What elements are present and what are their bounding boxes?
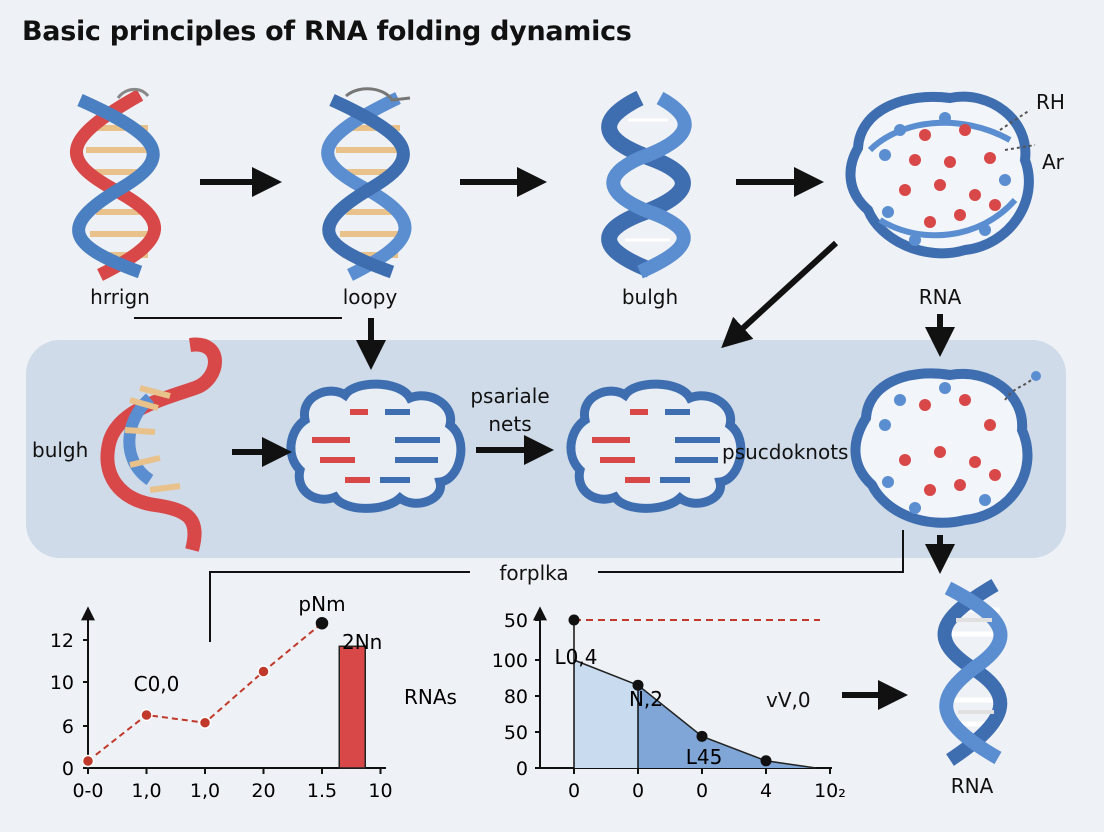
chart1-x-tick: 1,0 <box>131 780 161 802</box>
chart2-point <box>696 730 708 742</box>
label-pseudoknots: psucdoknots <box>722 440 849 464</box>
chart1-annotation-2nn: 2Nn <box>342 630 382 654</box>
pseudoknot-globule-icon <box>850 368 1041 528</box>
chart2-y-tick: 100 <box>492 650 528 672</box>
chart1-point <box>257 665 270 678</box>
arrow-diagonal <box>721 240 839 349</box>
hairpin-helix-icon <box>70 88 161 281</box>
bulge-ribbon-icon <box>100 337 222 552</box>
chart2-y-tick: 50 <box>504 610 528 632</box>
final-helix-icon <box>937 578 1008 766</box>
chart2-area-dark <box>638 685 816 768</box>
chart2-x-tick: 4 <box>760 780 772 802</box>
chart1-y-tick: 0 <box>62 758 74 780</box>
chart1-x-tick: 1.5 <box>307 780 337 802</box>
chart2-y-tick: 50 <box>504 722 528 744</box>
chart2-x-tick: 0 <box>696 780 708 802</box>
chart1-y-tick: 10 <box>50 672 74 694</box>
chart1-x-tick: 0-0 <box>72 780 103 802</box>
chart2-reference-point <box>568 614 580 626</box>
chart2-annotation-n2: N,2 <box>629 687 663 711</box>
connector-bracket <box>209 530 904 642</box>
label-arrow-line2: nets <box>488 412 532 436</box>
chart1-point <box>81 754 95 768</box>
label-rna-final: RNA <box>950 774 994 798</box>
chart1-y-tick: 6 <box>62 716 74 738</box>
chart2-annotation-l45: L45 <box>686 745 723 769</box>
chart1-point <box>140 708 153 722</box>
chart2-point <box>760 755 772 767</box>
chart1-annotation-c00: C0,0 <box>134 672 180 696</box>
chart2-x-tick: 10₂ <box>814 780 846 802</box>
chart2-x-tick: 0 <box>632 780 644 802</box>
chart2-x-tick: 0 <box>568 780 580 802</box>
chart1-point <box>315 616 329 630</box>
chart2-point <box>632 679 644 691</box>
chart1-point <box>198 716 212 729</box>
label-bulge-middle: bulgh <box>32 438 89 462</box>
annotation-ar: Ar <box>1042 150 1064 174</box>
paired-loop-icon-2 <box>566 379 746 513</box>
label-connector: forplka <box>499 561 569 585</box>
chart1-x-tick: 10 <box>368 780 392 802</box>
chart1-side-label: RNAs <box>404 685 457 709</box>
chart2-annotation-l04: L0,4 <box>555 645 598 669</box>
chart1-annotation-pnm: pNm <box>298 592 345 616</box>
paired-loop-icon-1 <box>286 379 466 513</box>
annotation-rh: RH <box>1036 90 1065 114</box>
bulge-helix-icon <box>601 90 692 279</box>
label-arrow-line1: psariale <box>470 384 550 408</box>
loop-helix-icon <box>321 87 412 281</box>
chart2-y-tick: 0 <box>516 758 528 780</box>
page-title: Basic principles of RNA folding dynamics <box>22 16 632 47</box>
label-rna-top: RNA <box>918 285 962 309</box>
chart1-x-tick: 20 <box>251 780 275 802</box>
chart2-y-tick: 80 <box>504 686 528 708</box>
chart1-y-tick: 12 <box>50 630 74 652</box>
chart1-bar <box>338 645 366 769</box>
chart1-x-tick: 1,0 <box>190 780 220 802</box>
label-loopy: loopy <box>342 285 398 309</box>
label-hairpin: hrrign <box>90 285 150 309</box>
chart1-series-line <box>87 622 323 762</box>
label-final-arrow: vV,0 <box>766 688 811 712</box>
label-bulge: bulgh <box>621 285 679 309</box>
chart2-area-light <box>574 660 638 768</box>
folded-rna-globule-icon <box>845 91 1036 259</box>
